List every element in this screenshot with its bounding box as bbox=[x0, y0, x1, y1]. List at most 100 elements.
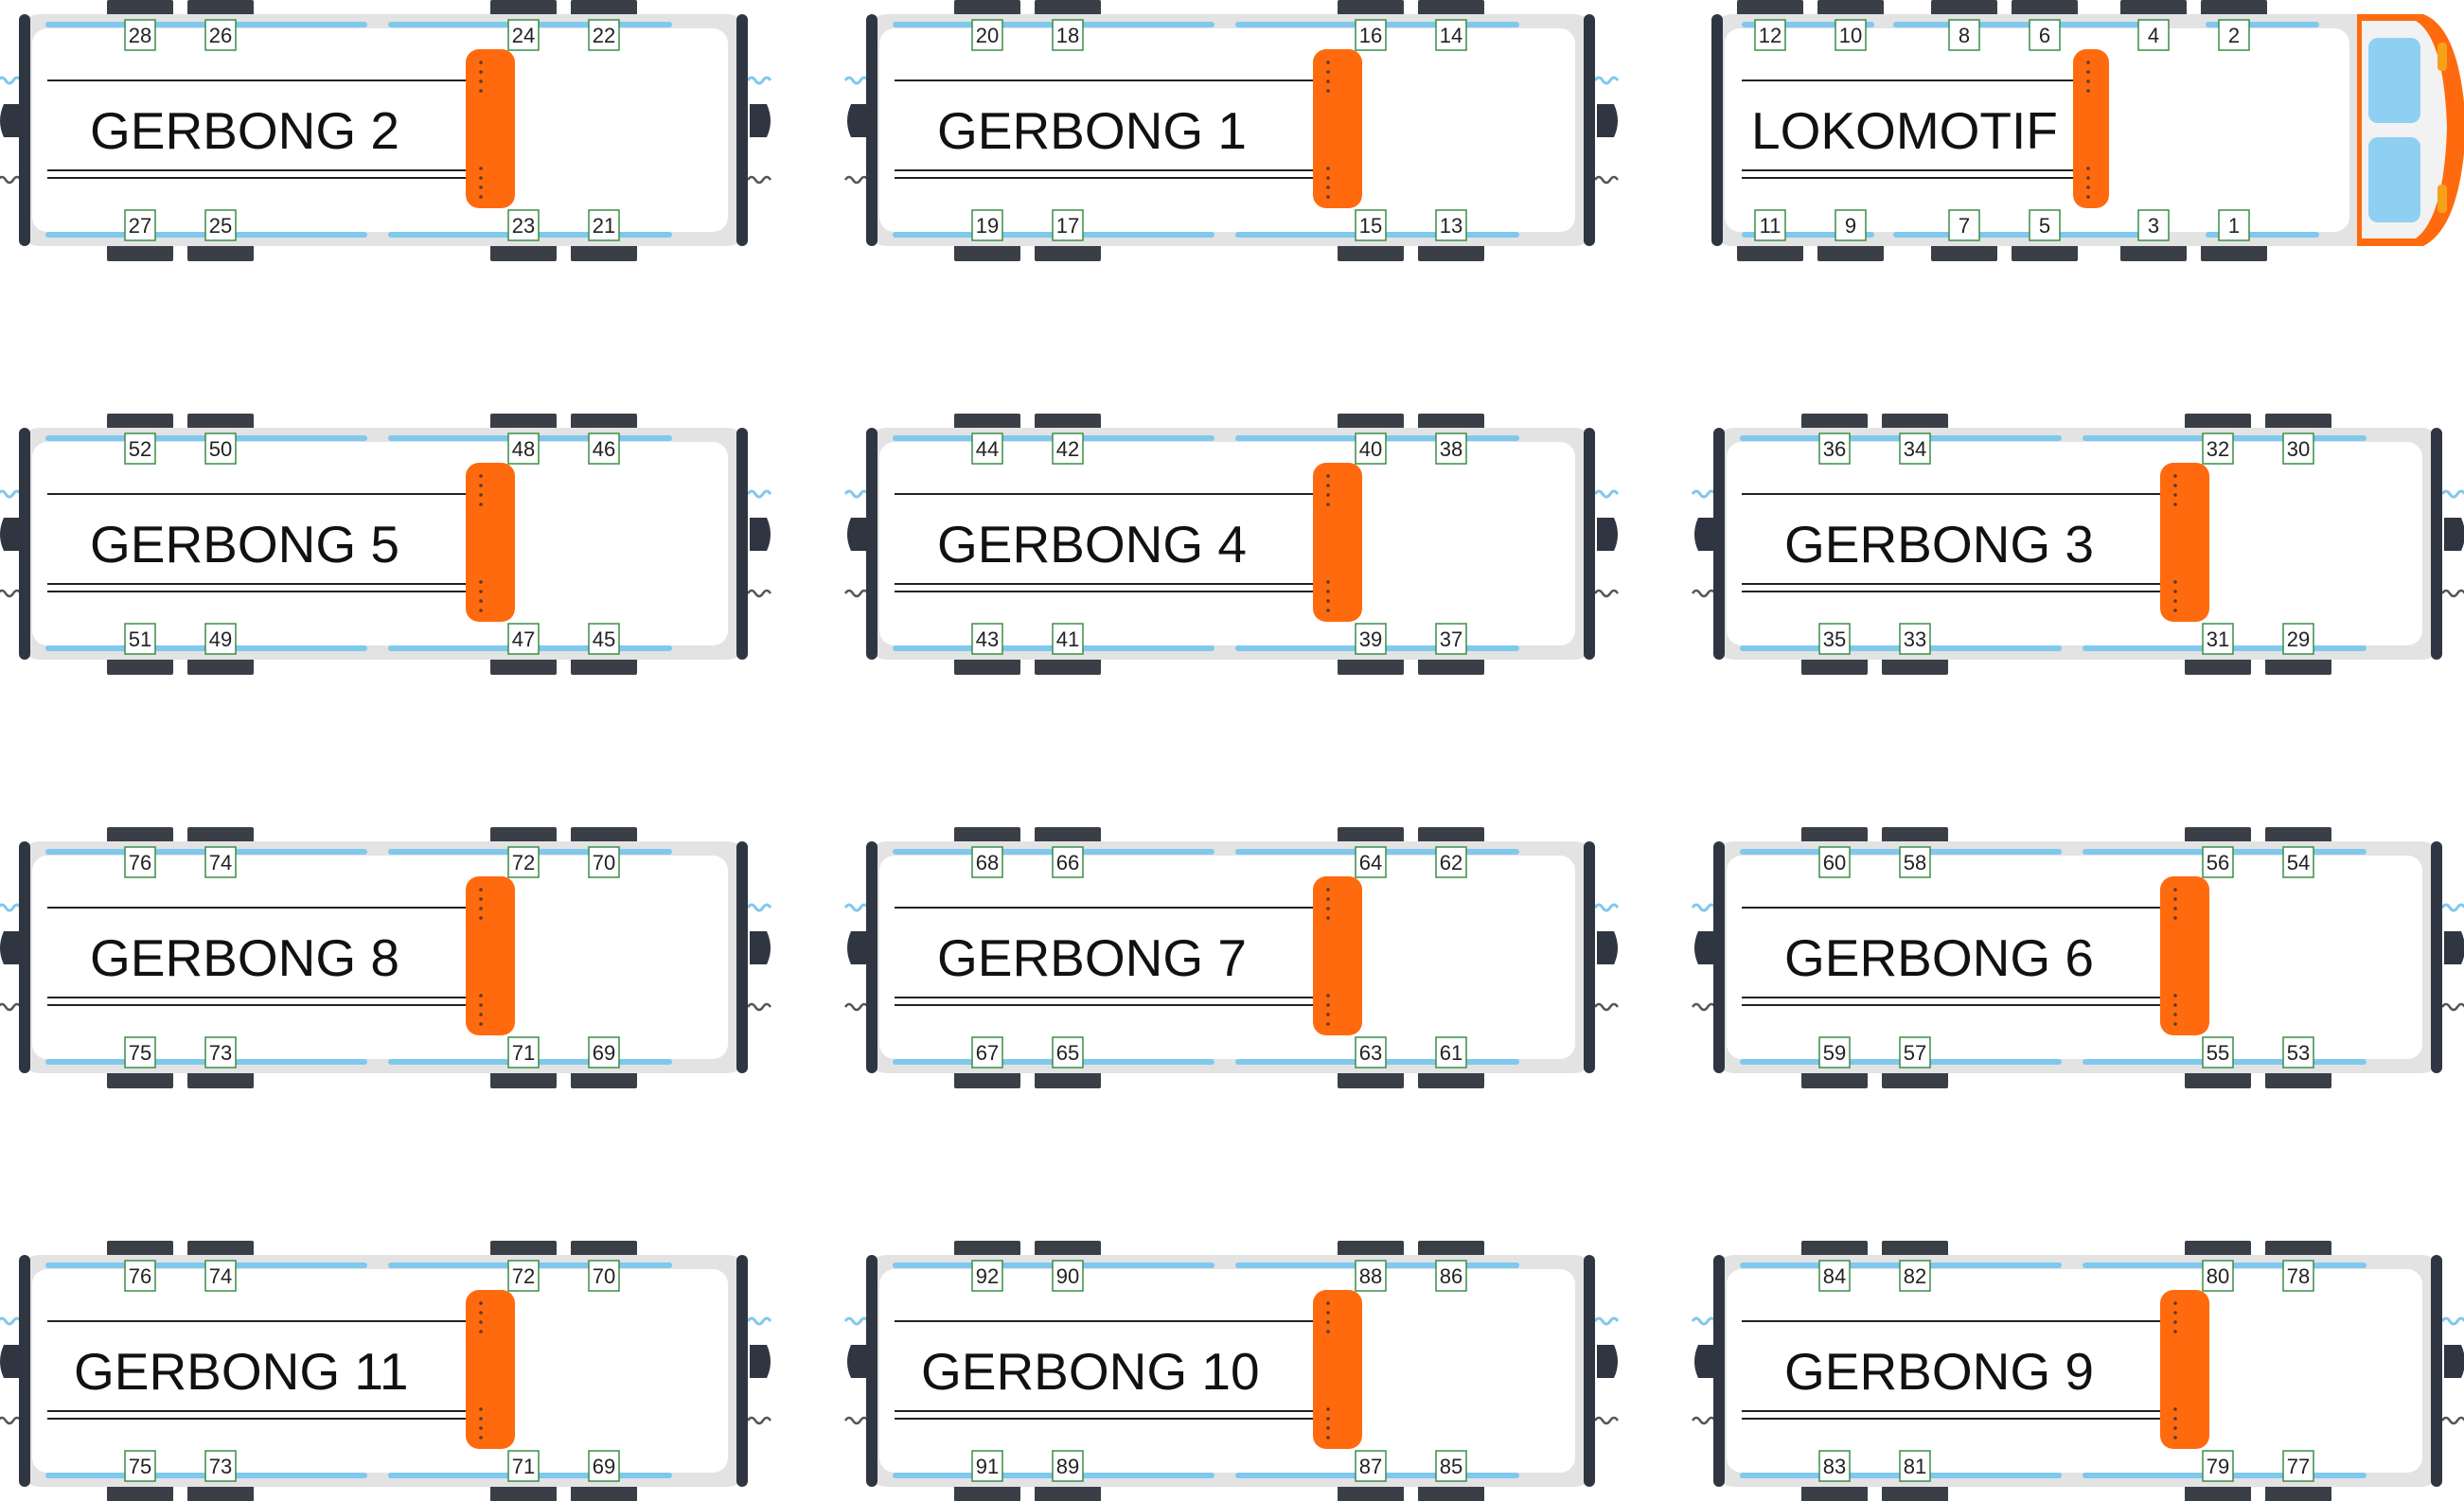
seat-number-badge[interactable]: 20 bbox=[971, 19, 1003, 51]
seat-number-badge[interactable]: 69 bbox=[588, 1450, 620, 1482]
seat-number-badge[interactable]: 48 bbox=[507, 433, 540, 465]
seat-number-badge[interactable]: 58 bbox=[1899, 846, 1931, 878]
seat-number-badge[interactable]: 9 bbox=[1835, 209, 1867, 241]
seat-number-badge[interactable]: 14 bbox=[1435, 19, 1467, 51]
seat-number-badge[interactable]: 40 bbox=[1355, 433, 1387, 465]
seat-number-badge[interactable]: 18 bbox=[1052, 19, 1084, 51]
seat-number-badge[interactable]: 88 bbox=[1355, 1260, 1387, 1292]
seat-number-badge[interactable]: 37 bbox=[1435, 623, 1467, 655]
seat-number-badge[interactable]: 41 bbox=[1052, 623, 1084, 655]
seat-number-badge[interactable]: 75 bbox=[124, 1450, 156, 1482]
seat-number-badge[interactable]: 24 bbox=[507, 19, 540, 51]
seat-number-badge[interactable]: 10 bbox=[1835, 19, 1867, 51]
seat-number-badge[interactable]: 57 bbox=[1899, 1036, 1931, 1068]
seat-number-badge[interactable]: 87 bbox=[1355, 1450, 1387, 1482]
seat-number-badge[interactable]: 89 bbox=[1052, 1450, 1084, 1482]
seat-number-badge[interactable]: 77 bbox=[2282, 1450, 2314, 1482]
seat-number-badge[interactable]: 79 bbox=[2202, 1450, 2234, 1482]
seat-number-badge[interactable]: 73 bbox=[204, 1036, 237, 1068]
seat-number-badge[interactable]: 33 bbox=[1899, 623, 1931, 655]
seat-number-badge[interactable]: 23 bbox=[507, 209, 540, 241]
seat-number-badge[interactable]: 91 bbox=[971, 1450, 1003, 1482]
seat-number-badge[interactable]: 31 bbox=[2202, 623, 2234, 655]
seat-number-badge[interactable]: 71 bbox=[507, 1450, 540, 1482]
seat-number-badge[interactable]: 32 bbox=[2202, 433, 2234, 465]
seat-number-badge[interactable]: 47 bbox=[507, 623, 540, 655]
seat-number-badge[interactable]: 15 bbox=[1355, 209, 1387, 241]
seat-number-badge[interactable]: 45 bbox=[588, 623, 620, 655]
seat-number-badge[interactable]: 73 bbox=[204, 1450, 237, 1482]
seat-number-badge[interactable]: 5 bbox=[2029, 209, 2061, 241]
seat-number-badge[interactable]: 63 bbox=[1355, 1036, 1387, 1068]
seat-number-badge[interactable]: 67 bbox=[971, 1036, 1003, 1068]
seat-number-badge[interactable]: 70 bbox=[588, 846, 620, 878]
seat-number-badge[interactable]: 86 bbox=[1435, 1260, 1467, 1292]
seat-number-badge[interactable]: 34 bbox=[1899, 433, 1931, 465]
seat-number-badge[interactable]: 72 bbox=[507, 846, 540, 878]
seat-number-badge[interactable]: 56 bbox=[2202, 846, 2234, 878]
seat-number-badge[interactable]: 80 bbox=[2202, 1260, 2234, 1292]
seat-number-badge[interactable]: 61 bbox=[1435, 1036, 1467, 1068]
seat-number-badge[interactable]: 59 bbox=[1818, 1036, 1851, 1068]
seat-number-badge[interactable]: 38 bbox=[1435, 433, 1467, 465]
seat-number-badge[interactable]: 8 bbox=[1948, 19, 1980, 51]
seat-number-badge[interactable]: 75 bbox=[124, 1036, 156, 1068]
seat-number-badge[interactable]: 25 bbox=[204, 209, 237, 241]
seat-number-badge[interactable]: 49 bbox=[204, 623, 237, 655]
seat-number-badge[interactable]: 60 bbox=[1818, 846, 1851, 878]
seat-number-badge[interactable]: 69 bbox=[588, 1036, 620, 1068]
seat-number-badge[interactable]: 51 bbox=[124, 623, 156, 655]
seat-number-badge[interactable]: 82 bbox=[1899, 1260, 1931, 1292]
seat-number-badge[interactable]: 12 bbox=[1754, 19, 1786, 51]
seat-number-badge[interactable]: 52 bbox=[124, 433, 156, 465]
seat-number-badge[interactable]: 92 bbox=[971, 1260, 1003, 1292]
seat-number-badge[interactable]: 50 bbox=[204, 433, 237, 465]
seat-number-badge[interactable]: 19 bbox=[971, 209, 1003, 241]
seat-number-badge[interactable]: 72 bbox=[507, 1260, 540, 1292]
seat-number-badge[interactable]: 81 bbox=[1899, 1450, 1931, 1482]
seat-number-badge[interactable]: 90 bbox=[1052, 1260, 1084, 1292]
seat-number-badge[interactable]: 84 bbox=[1818, 1260, 1851, 1292]
seat-number-badge[interactable]: 7 bbox=[1948, 209, 1980, 241]
seat-number-badge[interactable]: 54 bbox=[2282, 846, 2314, 878]
seat-number-badge[interactable]: 85 bbox=[1435, 1450, 1467, 1482]
seat-number-badge[interactable]: 78 bbox=[2282, 1260, 2314, 1292]
seat-number-badge[interactable]: 21 bbox=[588, 209, 620, 241]
seat-number-badge[interactable]: 66 bbox=[1052, 846, 1084, 878]
seat-number-badge[interactable]: 44 bbox=[971, 433, 1003, 465]
seat-number-badge[interactable]: 43 bbox=[971, 623, 1003, 655]
seat-number-badge[interactable]: 22 bbox=[588, 19, 620, 51]
seat-number-badge[interactable]: 29 bbox=[2282, 623, 2314, 655]
seat-number-badge[interactable]: 6 bbox=[2029, 19, 2061, 51]
seat-number-badge[interactable]: 35 bbox=[1818, 623, 1851, 655]
seat-number-badge[interactable]: 2 bbox=[2218, 19, 2250, 51]
seat-number-badge[interactable]: 26 bbox=[204, 19, 237, 51]
seat-number-badge[interactable]: 27 bbox=[124, 209, 156, 241]
seat-number-badge[interactable]: 28 bbox=[124, 19, 156, 51]
seat-number-badge[interactable]: 74 bbox=[204, 1260, 237, 1292]
seat-number-badge[interactable]: 17 bbox=[1052, 209, 1084, 241]
seat-number-badge[interactable]: 30 bbox=[2282, 433, 2314, 465]
seat-number-badge[interactable]: 64 bbox=[1355, 846, 1387, 878]
seat-number-badge[interactable]: 62 bbox=[1435, 846, 1467, 878]
seat-number-badge[interactable]: 53 bbox=[2282, 1036, 2314, 1068]
seat-number-badge[interactable]: 42 bbox=[1052, 433, 1084, 465]
seat-number-badge[interactable]: 46 bbox=[588, 433, 620, 465]
seat-number-badge[interactable]: 83 bbox=[1818, 1450, 1851, 1482]
seat-number-badge[interactable]: 76 bbox=[124, 846, 156, 878]
seat-number-badge[interactable]: 65 bbox=[1052, 1036, 1084, 1068]
seat-number-badge[interactable]: 74 bbox=[204, 846, 237, 878]
seat-number-badge[interactable]: 3 bbox=[2137, 209, 2170, 241]
seat-number-badge[interactable]: 4 bbox=[2137, 19, 2170, 51]
